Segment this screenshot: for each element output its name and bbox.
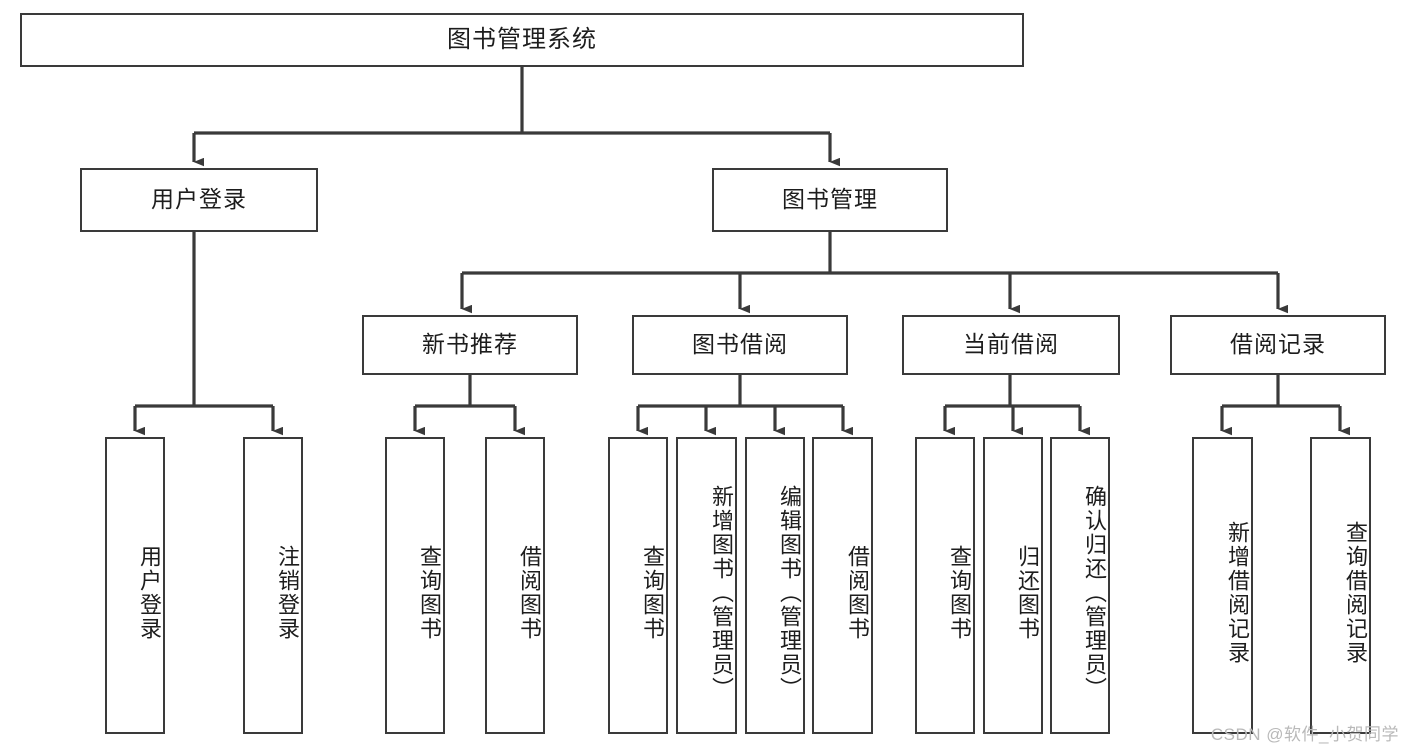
node-new-book-recommend[interactable]: 新书推荐 bbox=[362, 315, 578, 375]
leaf-user-login[interactable]: 用户登录 bbox=[105, 437, 165, 734]
node-current-borrow[interactable]: 当前借阅 bbox=[902, 315, 1120, 375]
leaf-return-book[interactable]: 归还图书 bbox=[983, 437, 1043, 734]
leaf-label: 查询图书 bbox=[947, 544, 972, 641]
leaf-label: 查询图书 bbox=[417, 544, 442, 641]
node-user-login[interactable]: 用户登录 bbox=[80, 168, 318, 232]
leaf-add-book-admin[interactable]: 新增图书（管理员） bbox=[676, 437, 737, 734]
leaf-label: 编辑图书（管理员） bbox=[777, 484, 802, 701]
leaf-label: 注销登录 bbox=[275, 544, 300, 641]
node-root-system[interactable]: 图书管理系统 bbox=[20, 13, 1024, 67]
leaf-logout[interactable]: 注销登录 bbox=[243, 437, 303, 734]
leaf-label: 确认归还（管理员） bbox=[1082, 484, 1107, 701]
leaf-add-borrow-record[interactable]: 新增借阅记录 bbox=[1192, 437, 1253, 734]
node-book-borrow[interactable]: 图书借阅 bbox=[632, 315, 848, 375]
leaf-label: 用户登录 bbox=[137, 544, 162, 641]
leaf-label: 借阅图书 bbox=[845, 544, 870, 641]
leaf-query-book-current[interactable]: 查询图书 bbox=[915, 437, 975, 734]
leaf-edit-book-admin[interactable]: 编辑图书（管理员） bbox=[745, 437, 805, 734]
leaf-label: 新增图书（管理员） bbox=[709, 484, 734, 701]
leaf-query-book-recommend[interactable]: 查询图书 bbox=[385, 437, 445, 734]
node-borrow-record[interactable]: 借阅记录 bbox=[1170, 315, 1386, 375]
leaf-label: 新增借阅记录 bbox=[1225, 520, 1250, 665]
leaf-query-book-borrow[interactable]: 查询图书 bbox=[608, 437, 668, 734]
watermark-text: CSDN @软件_小贺同学 bbox=[1210, 725, 1399, 744]
leaf-query-borrow-record[interactable]: 查询借阅记录 bbox=[1310, 437, 1371, 734]
leaf-label: 查询图书 bbox=[640, 544, 665, 641]
leaf-label: 归还图书 bbox=[1015, 544, 1040, 641]
leaf-borrow-book[interactable]: 借阅图书 bbox=[812, 437, 873, 734]
node-book-management[interactable]: 图书管理 bbox=[712, 168, 948, 232]
leaf-label: 借阅图书 bbox=[517, 544, 542, 641]
leaf-borrow-book-recommend[interactable]: 借阅图书 bbox=[485, 437, 545, 734]
leaf-label: 查询借阅记录 bbox=[1343, 520, 1368, 665]
leaf-confirm-return-admin[interactable]: 确认归还（管理员） bbox=[1050, 437, 1110, 734]
